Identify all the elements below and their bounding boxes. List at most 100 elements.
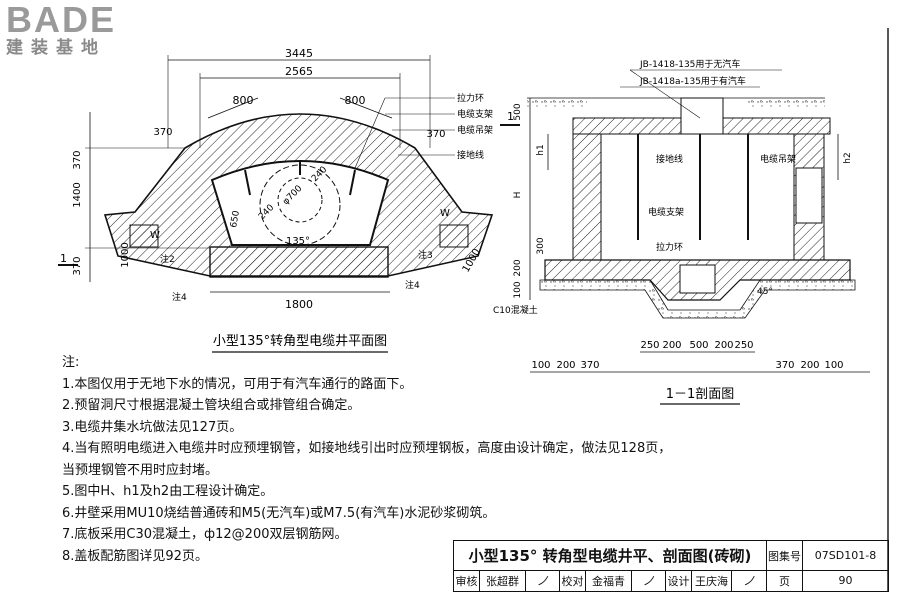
dim-b500: 500 [689, 340, 708, 351]
section-label-right: 1 [507, 110, 514, 123]
designer-name: 王庆海 [692, 570, 732, 591]
section-chamber [600, 133, 795, 261]
section-label-jba: JB-1418a-135用于有汽车 [639, 75, 746, 87]
note-item: 6.井壁采用MU10烧结普通砖和M5(无汽车)或M7.5(有汽车)水泥砂浆砌筑。 [62, 505, 496, 521]
section-label-jb: JB-1418-135用于无汽车 [639, 58, 740, 70]
section-label-diaojia: 电缆吊架 [760, 153, 796, 165]
page-number: 90 [838, 574, 853, 587]
sump-pit [679, 264, 716, 294]
concrete-cushion [539, 279, 856, 319]
logo: BADE 建装基地 [6, 0, 146, 59]
dim-br200: 200 [800, 360, 819, 371]
dim-wall-tr: 370 [426, 129, 445, 140]
drawing-title: 小型135° 转角型电缆井平、剖面图(砖砌) [454, 541, 767, 570]
note-item: 3.电缆井集水坑做法见127页。 [62, 419, 243, 435]
plan-base-slab [209, 246, 389, 278]
dim-left-370b: 370 [72, 256, 83, 275]
check-label: 校对 [560, 570, 586, 591]
plan-angle: 135° [286, 236, 310, 247]
dim-h2: h2 [843, 152, 853, 163]
dim-b250b: 250 [734, 340, 753, 351]
dim-bottom: 1800 [285, 298, 313, 311]
note-item: 1.本图仅用于无地下水的情况，可用于有汽车通行的路面下。 [62, 376, 413, 392]
checker-name: 金福青 [586, 570, 632, 591]
dim-200: 200 [513, 259, 523, 276]
note-item: 4.当有照明电缆进入电缆井时应预埋钢管，如接地线引出时应预埋钢板，高度由设计确定… [62, 441, 672, 456]
section-label-jiedi: 接地线 [656, 153, 683, 165]
section-label-left: 1 [60, 252, 67, 265]
plan-manhole-outer [259, 164, 341, 246]
dim-b200b: 200 [714, 340, 733, 351]
cover-slab-left [572, 117, 682, 135]
note-item: 2.预留洞尺寸根据混凝土管块组合或排管组合确定。 [62, 398, 361, 413]
section-label-45deg: 45° [757, 287, 773, 297]
dim-b200a: 200 [662, 340, 681, 351]
label-note4b: 注4 [405, 279, 420, 291]
label-diaojia: 电缆吊架 [457, 124, 493, 136]
plan-manhole-inner [277, 177, 323, 223]
note-item: 当预埋钢管不用时应封堵。 [62, 462, 219, 478]
atlas-number: 07SD101-8 [814, 549, 877, 562]
ground-surface [745, 98, 825, 108]
cover-slab-right [722, 117, 831, 135]
designer-signature: ノ [732, 570, 767, 591]
dim-left-370: 370 [72, 150, 83, 169]
notes-block: 注: 1.本图仅用于无地下水的情况，可用于有汽车通行的路面下。 2.预留洞尺寸根… [62, 352, 672, 567]
ground-surface [527, 98, 587, 108]
logo-subtitle: 建装基地 [6, 38, 106, 58]
note-item: 7.底板采用C30混凝土，ф12@200双层钢筋网。 [62, 527, 348, 542]
plan-bracket [244, 169, 251, 196]
label-jiedi: 接地线 [457, 149, 484, 161]
title-block: 小型135° 转角型电缆井平、剖面图(砖砌) 图集号 07SD101-8 审核 … [453, 540, 889, 592]
dim-left-1000: 1000 [120, 242, 131, 267]
dim-H: H [513, 192, 523, 199]
section-label-lalihuan: 拉力环 [656, 241, 683, 253]
section-view: JB-1418-135用于无汽车 JB-1418a-135用于有汽车 接地线 电… [493, 58, 870, 405]
dim-w-right: W [440, 208, 450, 219]
note-item: 8.盖板配筋图详见92页。 [62, 548, 208, 564]
page-label: 页 [767, 570, 803, 591]
dim-top-total: 3445 [285, 47, 313, 60]
dim-bl100: 100 [531, 360, 550, 371]
plan-pipe-opening-left [129, 224, 159, 248]
dim-top-inner: 2565 [285, 65, 313, 78]
reviewer-signature: ノ [526, 570, 560, 591]
label-note3: 注3 [418, 249, 433, 261]
label-lalihuan: 拉力环 [457, 92, 484, 104]
dim-bl370: 370 [580, 360, 599, 371]
dim-h1: h1 [536, 144, 546, 155]
dim-wall-tl: 370 [153, 127, 172, 138]
logo-wordmark: BADE [6, 0, 117, 40]
dim-b250a: 250 [640, 340, 659, 351]
plan-inner-chamber [210, 160, 390, 246]
label-note2: 注2 [160, 253, 175, 265]
notes-heading: 注: [62, 355, 80, 370]
manhole-neck [680, 97, 724, 135]
dim-seg-left: 800 [233, 94, 254, 107]
dim-seg-right: 800 [345, 94, 366, 107]
reviewer-name: 张超群 [480, 570, 526, 591]
section-wall-left [572, 133, 602, 261]
dim-left-1400: 1400 [72, 182, 83, 207]
dim-line [339, 97, 393, 119]
atlas-label: 图集号 [767, 541, 803, 570]
section-label-zhijia: 电缆支架 [648, 206, 684, 218]
design-label: 设计 [666, 570, 692, 591]
plan-view: 3445 2565 800 800 370 370 370 1400 1000 … [58, 47, 520, 353]
plan-title: 小型135°转角型电缆井平面图 [213, 333, 387, 349]
dim-line [207, 97, 259, 119]
section-label-c10: C10混凝土 [493, 304, 538, 316]
dim-500: 500 [513, 103, 523, 120]
label-note4a: 注4 [172, 291, 187, 303]
section-title: 1－1剖面图 [666, 387, 735, 402]
dim-br100: 100 [824, 360, 843, 371]
label-zhijia: 电缆支架 [457, 108, 493, 120]
note-item: 5.图中H、h1及h2由工程设计确定。 [62, 484, 274, 499]
review-label: 审核 [454, 570, 480, 591]
dim-300: 300 [536, 237, 546, 254]
dim-w-left: W [150, 230, 160, 241]
dim-100: 100 [513, 281, 523, 298]
plan-bracket [349, 169, 356, 196]
dim-br370: 370 [775, 360, 794, 371]
